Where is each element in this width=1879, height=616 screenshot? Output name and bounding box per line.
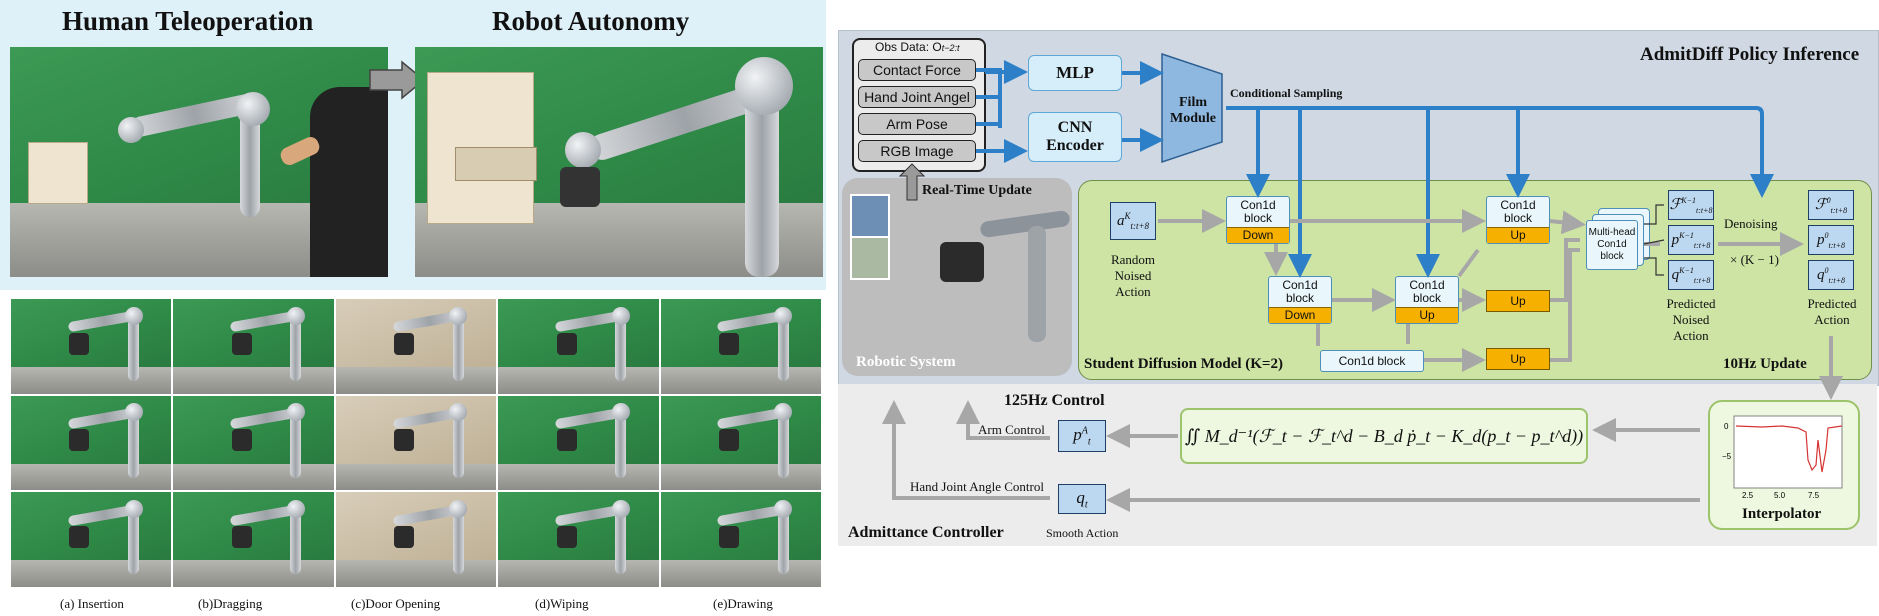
policy-inference-title: AdmitDiff Policy Inference [1640,44,1860,65]
task-photo-1-1 [11,299,172,394]
input-noised-action: aKt:t+8 [1110,202,1156,240]
cnn-encoder-block: CNN Encoder [1028,112,1122,162]
pred-noised-joint: qK−1t:t+8 [1668,260,1714,290]
obs-data-title: Obs Data: Ot−2:t [875,40,960,54]
admittance-controller-label: Admittance Controller [848,524,1004,541]
plot-xtick-1: 5.0 [1774,491,1786,500]
task-photo-2-3 [173,492,334,587]
realtime-update-label: Real-Time Update [922,183,1032,198]
up-block-bottom: Up [1486,348,1550,370]
pred-final-force: ℱ0t:t+8 [1808,190,1854,220]
task-caption-door-opening: (c)Door Opening [351,596,441,611]
task-caption-dragging: (b)Dragging [198,596,263,611]
pred-final-pose: p0t:t+8 [1808,225,1854,255]
task-photo-1-2 [11,395,172,491]
task-caption-wiping: (d)Wiping [535,596,589,611]
task-photo-3-2 [335,395,497,491]
conv-block-bottom: Con1d block [1320,350,1424,372]
plot-xtick-0: 2.5 [1742,491,1754,500]
task-caption-insertion: (a) Insertion [60,596,124,611]
obs-rgb-image: RGB Image [858,140,976,162]
denoising-times-label: × (K − 1) [1730,252,1779,267]
hand-joint-control-label: Hand Joint Angle Control [910,479,1044,494]
task-photo-3-3 [335,492,497,587]
pred-final-joint: q0t:t+8 [1808,260,1854,290]
task-photo-4-3 [498,492,659,587]
task-photo-grid [10,298,822,588]
student-diffusion-panel [1078,180,1872,380]
task-photo-2-2 [173,395,334,491]
camera-thumbnail-1 [850,194,890,238]
conditional-sampling-label: Conditional Sampling [1230,86,1343,100]
plot-xtick-2: 7.5 [1808,491,1820,500]
predicted-action-label: Predicted Action [1807,296,1857,327]
mlp-block: MLP [1028,55,1122,91]
smooth-action-label: Smooth Action [1046,526,1119,540]
task-caption-drawing: (e)Drawing [713,596,773,611]
predicted-noised-action-label: Predicted Noised Action [1666,296,1716,343]
obs-arm-pose: Arm Pose [858,113,976,135]
film-module-shape [1161,52,1223,164]
control-125hz-label: 125Hz Control [1004,392,1105,409]
film-module-label: Film Module [1170,95,1216,126]
arm-control-label: Arm Control [978,422,1045,437]
task-photo-5-3 [660,492,821,587]
denoising-label: Denoising [1724,216,1778,231]
robot-autonomy-title: Robot Autonomy [492,6,690,36]
obs-contact-force: Contact Force [858,59,976,81]
pred-noised-pose: pK−1t:t+8 [1668,225,1714,255]
interpolator-plot: 0 −5 2.5 5.0 7.5 [1722,415,1843,500]
obs-hand-joint-angle: Hand Joint Angel [858,86,976,108]
robot-autonomy-photo [415,47,823,277]
hand-command-qt: qt [1058,484,1106,514]
robot-arm-image [920,209,1071,342]
student-diffusion-label: Student Diffusion Model (K=2) [1084,356,1283,372]
admittance-equation: ∬ M_d⁻¹(ℱ_t − ℱ_t^d − B_d ṗ_t − K_d(p_t … [1184,425,1584,446]
task-photo-4-1 [498,299,659,394]
arm-command-pA: pAt [1058,420,1106,452]
interpolator-label: Interpolator [1742,506,1822,522]
robotic-system-label: Robotic System [856,354,956,370]
plot-ytick-0: 0 [1724,422,1729,431]
task-photo-5-2 [660,395,821,491]
human-teleoperation-photo [10,47,388,277]
task-photo-4-2 [498,395,659,491]
task-photo-2-1 [173,299,334,394]
admittance-equation-box: ∬ M_d⁻¹(ℱ_t − ℱ_t^d − B_d ṗ_t − K_d(p_t … [1180,408,1588,464]
camera-thumbnail-2 [850,236,890,280]
random-noised-action-label: Random Noised Action [1110,252,1156,299]
pred-noised-force: ℱK−1t:t+8 [1668,190,1714,220]
task-photo-1-3 [11,492,172,587]
up-block-middle: Up [1486,290,1550,312]
task-photo-3-1 [335,299,497,394]
human-teleoperation-title: Human Teleoperation [62,6,314,36]
update-10hz-label: 10Hz Update [1723,356,1807,372]
plot-ytick-1: −5 [1722,452,1732,461]
multihead-conv-block: Multi-head Con1d block [1586,220,1638,270]
teleop-to-autonomy-arrow [369,60,426,100]
task-photo-5-1 [660,299,821,394]
